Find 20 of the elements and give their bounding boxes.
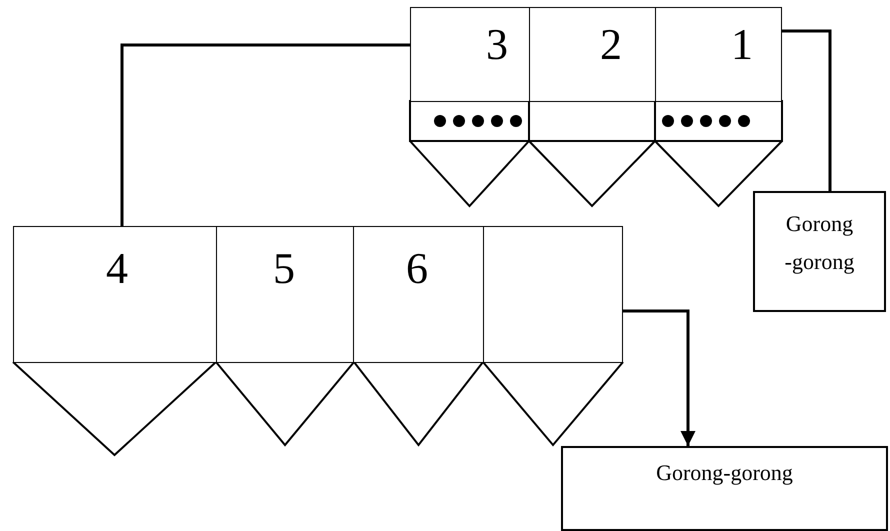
- drain-label: Gorong-gorong: [656, 460, 793, 486]
- pipe-line: [782, 30, 832, 191]
- compartment-number: 6: [406, 247, 428, 291]
- tank-compartment: [410, 7, 530, 102]
- compartment-number: 4: [106, 247, 128, 291]
- tank-compartment: [353, 226, 484, 363]
- arrow: [623, 310, 696, 446]
- drain-label: Gorong -gorong: [784, 210, 856, 276]
- tank-compartment: [483, 226, 623, 363]
- tank-compartment: [529, 7, 656, 102]
- drain-box: [753, 191, 886, 312]
- compartment-number: 1: [731, 23, 753, 67]
- tank-compartment: [13, 226, 217, 363]
- compartment-number: 3: [486, 23, 508, 67]
- compartment-number: 5: [273, 247, 295, 291]
- tank-compartment: [216, 226, 354, 363]
- pipe-line: [120, 44, 410, 226]
- compartment-number: 2: [600, 23, 622, 67]
- drain-box: [561, 446, 888, 531]
- tank-compartment: [655, 7, 782, 102]
